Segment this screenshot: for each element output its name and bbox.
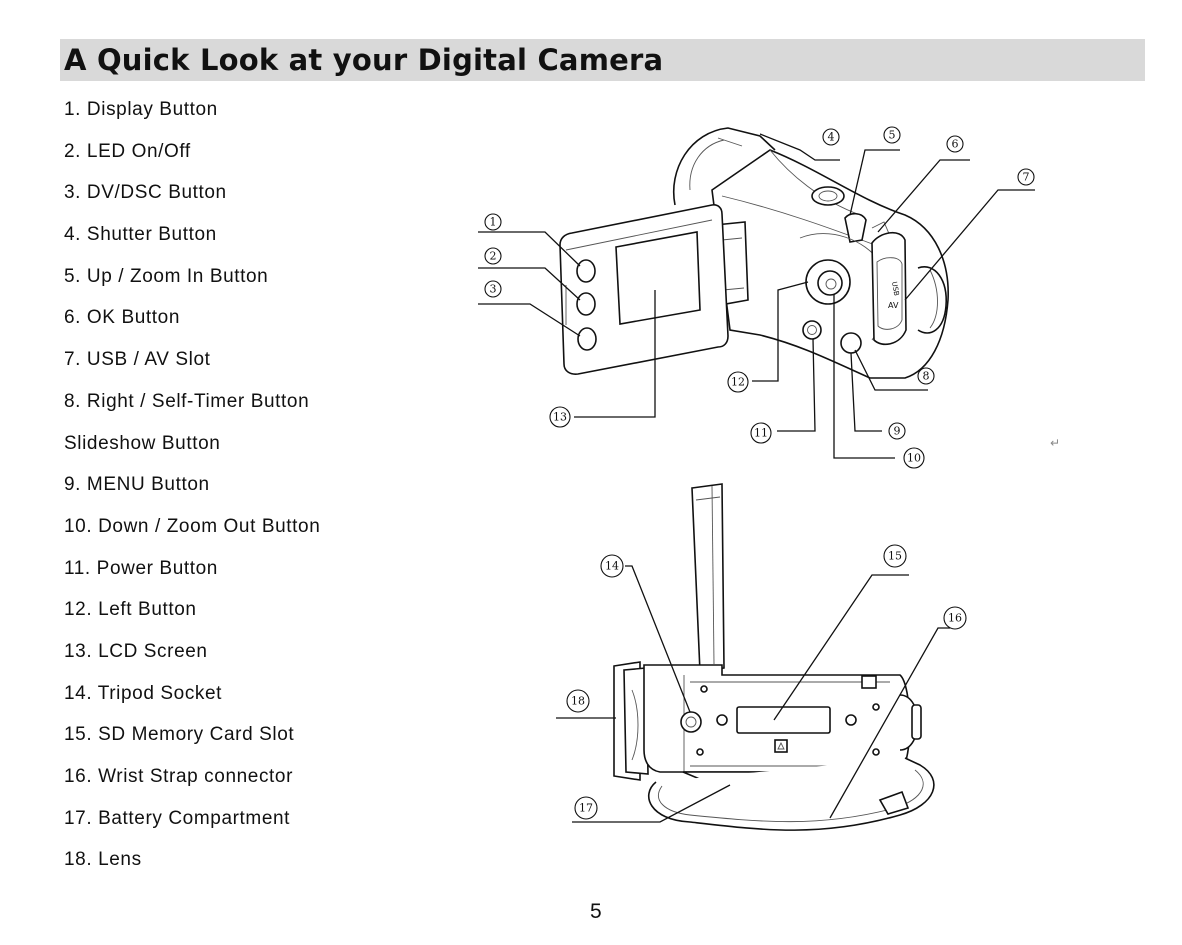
svg-text:6: 6	[952, 138, 959, 151]
list-item: Slideshow Button	[64, 432, 221, 454]
svg-text:12: 12	[731, 376, 745, 389]
callout-1: 1	[484, 213, 502, 231]
svg-text:3: 3	[490, 283, 497, 296]
svg-text:10: 10	[907, 452, 921, 465]
list-item: 5. Up / Zoom In Button	[64, 265, 269, 287]
list-item: 14. Tripod Socket	[64, 682, 223, 704]
list-item: 11. Power Button	[64, 557, 218, 579]
usb-port-label: USB	[890, 281, 900, 297]
svg-text:15: 15	[888, 550, 902, 563]
front-view-callouts: 1 2 3 4 5 6 7 8 9 10 11 12 13	[484, 126, 1035, 469]
list-item: 18. Lens	[64, 849, 142, 871]
callout-3: 3	[484, 280, 502, 298]
callout-9: 9	[888, 422, 906, 440]
list-item: 3. DV/DSC Button	[64, 182, 227, 204]
camera-bottom-view	[613, 483, 935, 831]
callout-8: 8	[917, 367, 935, 385]
callout-6: 6	[946, 135, 964, 153]
callout-11: 11	[750, 422, 772, 444]
list-item: 7. USB / AV Slot	[64, 349, 211, 371]
page-title: A Quick Look at your Digital Camera	[64, 43, 664, 77]
svg-text:11: 11	[754, 427, 768, 440]
callout-14: 14	[600, 554, 624, 578]
list-item: 1. Display Button	[64, 99, 218, 120]
av-port-label: AV	[888, 301, 899, 310]
svg-text:17: 17	[579, 802, 593, 815]
front-view-leaders	[478, 133, 1035, 459]
return-mark-icon: ↵	[1050, 436, 1061, 450]
callout-5: 5	[883, 126, 901, 144]
svg-text:4: 4	[828, 131, 835, 144]
callout-17: 17	[574, 796, 598, 820]
svg-text:18: 18	[571, 695, 585, 708]
svg-text:13: 13	[553, 411, 567, 424]
svg-text:9: 9	[894, 425, 901, 438]
camera-front-view: USB AV	[559, 127, 949, 379]
callout-12: 12	[727, 371, 749, 393]
callout-4: 4	[822, 128, 840, 146]
callout-16: 16	[943, 606, 967, 630]
callout-13: 13	[549, 406, 571, 428]
title-bar: A Quick Look at your Digital Camera	[60, 39, 1145, 81]
callout-15: 15	[883, 544, 907, 568]
list-item: 15. SD Memory Card Slot	[64, 724, 295, 746]
bottom-view-callouts: 14 15 16 17 18	[566, 544, 967, 820]
list-item: 8. Right / Self-Timer Button	[64, 390, 310, 412]
callout-7: 7	[1017, 168, 1035, 186]
svg-text:5: 5	[889, 129, 896, 142]
svg-text:16: 16	[948, 612, 962, 625]
list-item: 12. Left Button	[64, 599, 197, 621]
svg-text:14: 14	[605, 560, 619, 573]
list-item: 10. Down / Zoom Out Button	[64, 515, 321, 537]
list-item: 16. Wrist Strap connector	[64, 766, 294, 787]
list-item: 4. Shutter Button	[64, 224, 217, 246]
svg-text:2: 2	[490, 250, 497, 263]
list-item: 9. MENU Button	[64, 474, 210, 496]
svg-text:7: 7	[1023, 171, 1030, 184]
list-item: 6. OK Button	[64, 307, 180, 329]
list-item: 2. LED On/Off	[64, 140, 191, 162]
list-item: 13. LCD Screen	[64, 640, 208, 662]
list-item: 17. Battery Compartment	[64, 807, 291, 829]
callout-18: 18	[566, 689, 590, 713]
page-number: 5	[590, 900, 602, 923]
callout-10: 10	[903, 447, 925, 469]
svg-text:1: 1	[490, 216, 497, 229]
bottom-view-leaders	[556, 565, 950, 823]
parts-list: 1. Display Button 2. LED On/Off 3. DV/DS…	[64, 96, 320, 888]
callout-2: 2	[484, 247, 502, 265]
svg-text:8: 8	[923, 370, 930, 383]
